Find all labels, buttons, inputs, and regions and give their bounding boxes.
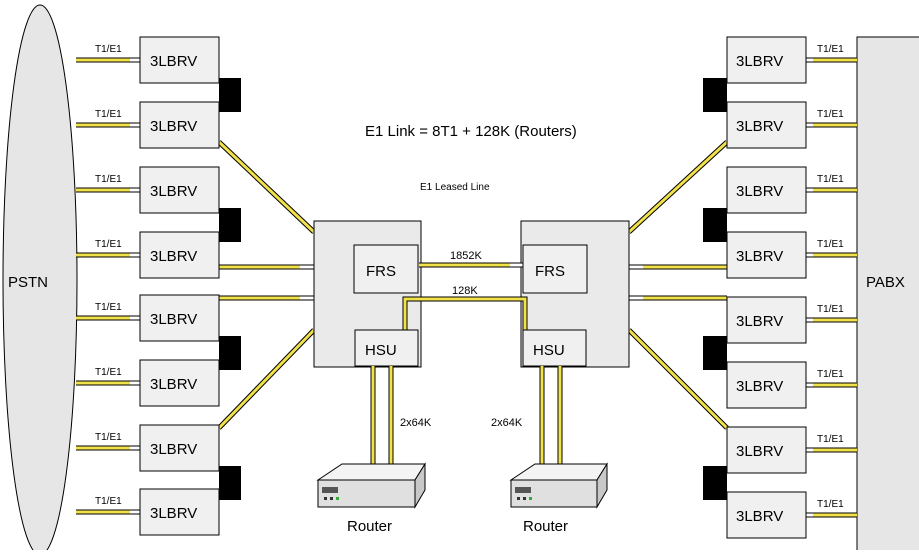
link-label: T1/E1: [95, 44, 122, 55]
router-link-left-label: 2x64K: [400, 417, 432, 429]
link-label: T1/E1: [95, 239, 122, 250]
unit-label: 3LBRV: [736, 443, 783, 460]
right-black-connectors: [703, 78, 727, 500]
link-label: T1/E1: [95, 496, 122, 507]
link-128k: [402, 296, 528, 338]
unit-label: 3LBRV: [736, 313, 783, 330]
unit-label: 3LBRV: [150, 505, 197, 522]
unit-label: 3LBRV: [736, 118, 783, 135]
pstn-cloud: [2, 4, 78, 555]
link-label: T1/E1: [95, 432, 122, 443]
left-t1e1-labels: T1/E1 T1/E1 T1/E1 T1/E1 T1/E1 T1/E1 T1/E…: [95, 44, 122, 507]
pstn-label: PSTN: [8, 274, 48, 291]
unit-label: 3LBRV: [736, 53, 783, 70]
left-switch-cables: [217, 140, 316, 430]
unit-label: 3LBRV: [736, 378, 783, 395]
link-label: T1/E1: [95, 174, 122, 185]
unit-label: 3LBRV: [150, 53, 197, 70]
router-links-right: [539, 366, 563, 467]
unit-label: 3LBRV: [736, 508, 783, 525]
link-label: T1/E1: [95, 302, 122, 313]
link-label: T1/E1: [95, 109, 122, 120]
left-t1e1-links: [76, 57, 140, 515]
unit-label: 3LBRV: [150, 311, 197, 328]
link-label: T1/E1: [817, 369, 844, 380]
router-icon: [509, 462, 608, 509]
link-128k-label: 128K: [452, 285, 478, 297]
hsu-left: [354, 329, 419, 367]
diagram-title: E1 Link = 8T1 + 128K (Routers): [365, 123, 577, 140]
pabx-label: PABX: [866, 274, 905, 291]
frs-right: [522, 244, 588, 294]
right-3lbrv-units: 3LBRV 3LBRV 3LBRV 3LBRV 3LBRV 3LBRV 3LBR…: [726, 36, 807, 539]
unit-label: 3LBRV: [150, 441, 197, 458]
unit-label: 3LBRV: [150, 376, 197, 393]
link-label: T1/E1: [817, 434, 844, 445]
link-label: T1/E1: [817, 304, 844, 315]
unit-label: 3LBRV: [150, 248, 197, 265]
right-switch-cables: [627, 140, 729, 430]
frs-left-label: FRS: [366, 263, 396, 280]
link-label: T1/E1: [817, 239, 844, 250]
hsu-right: [522, 329, 587, 367]
frs-right-label: FRS: [535, 263, 565, 280]
pabx-block: [856, 36, 919, 555]
link-1852k-label: 1852K: [450, 250, 482, 262]
link-label: T1/E1: [95, 367, 122, 378]
right-t1e1-links: [805, 57, 857, 518]
unit-label: 3LBRV: [736, 248, 783, 265]
router-right-label: Router: [523, 518, 568, 535]
frs-left: [353, 244, 419, 294]
router-left-label: Router: [347, 518, 392, 535]
hsu-left-label: HSU: [365, 342, 397, 359]
router-icon: [316, 462, 426, 509]
unit-label: 3LBRV: [150, 183, 197, 200]
right-t1e1-labels: T1/E1 T1/E1 T1/E1 T1/E1 T1/E1 T1/E1 T1/E…: [817, 44, 844, 510]
link-label: T1/E1: [817, 44, 844, 55]
left-black-connectors: [219, 78, 241, 500]
router-link-right-label: 2x64K: [491, 417, 523, 429]
unit-label: 3LBRV: [736, 183, 783, 200]
link-label: T1/E1: [817, 499, 844, 510]
link-label: T1/E1: [817, 174, 844, 185]
unit-label: 3LBRV: [150, 118, 197, 135]
left-3lbrv-units: 3LBRV 3LBRV 3LBRV 3LBRV 3LBRV 3LBRV 3LBR…: [139, 36, 220, 536]
leased-line-label: E1 Leased Line: [420, 182, 490, 193]
router-links-left: [370, 366, 394, 467]
link-label: T1/E1: [817, 109, 844, 120]
hsu-right-label: HSU: [533, 342, 565, 359]
